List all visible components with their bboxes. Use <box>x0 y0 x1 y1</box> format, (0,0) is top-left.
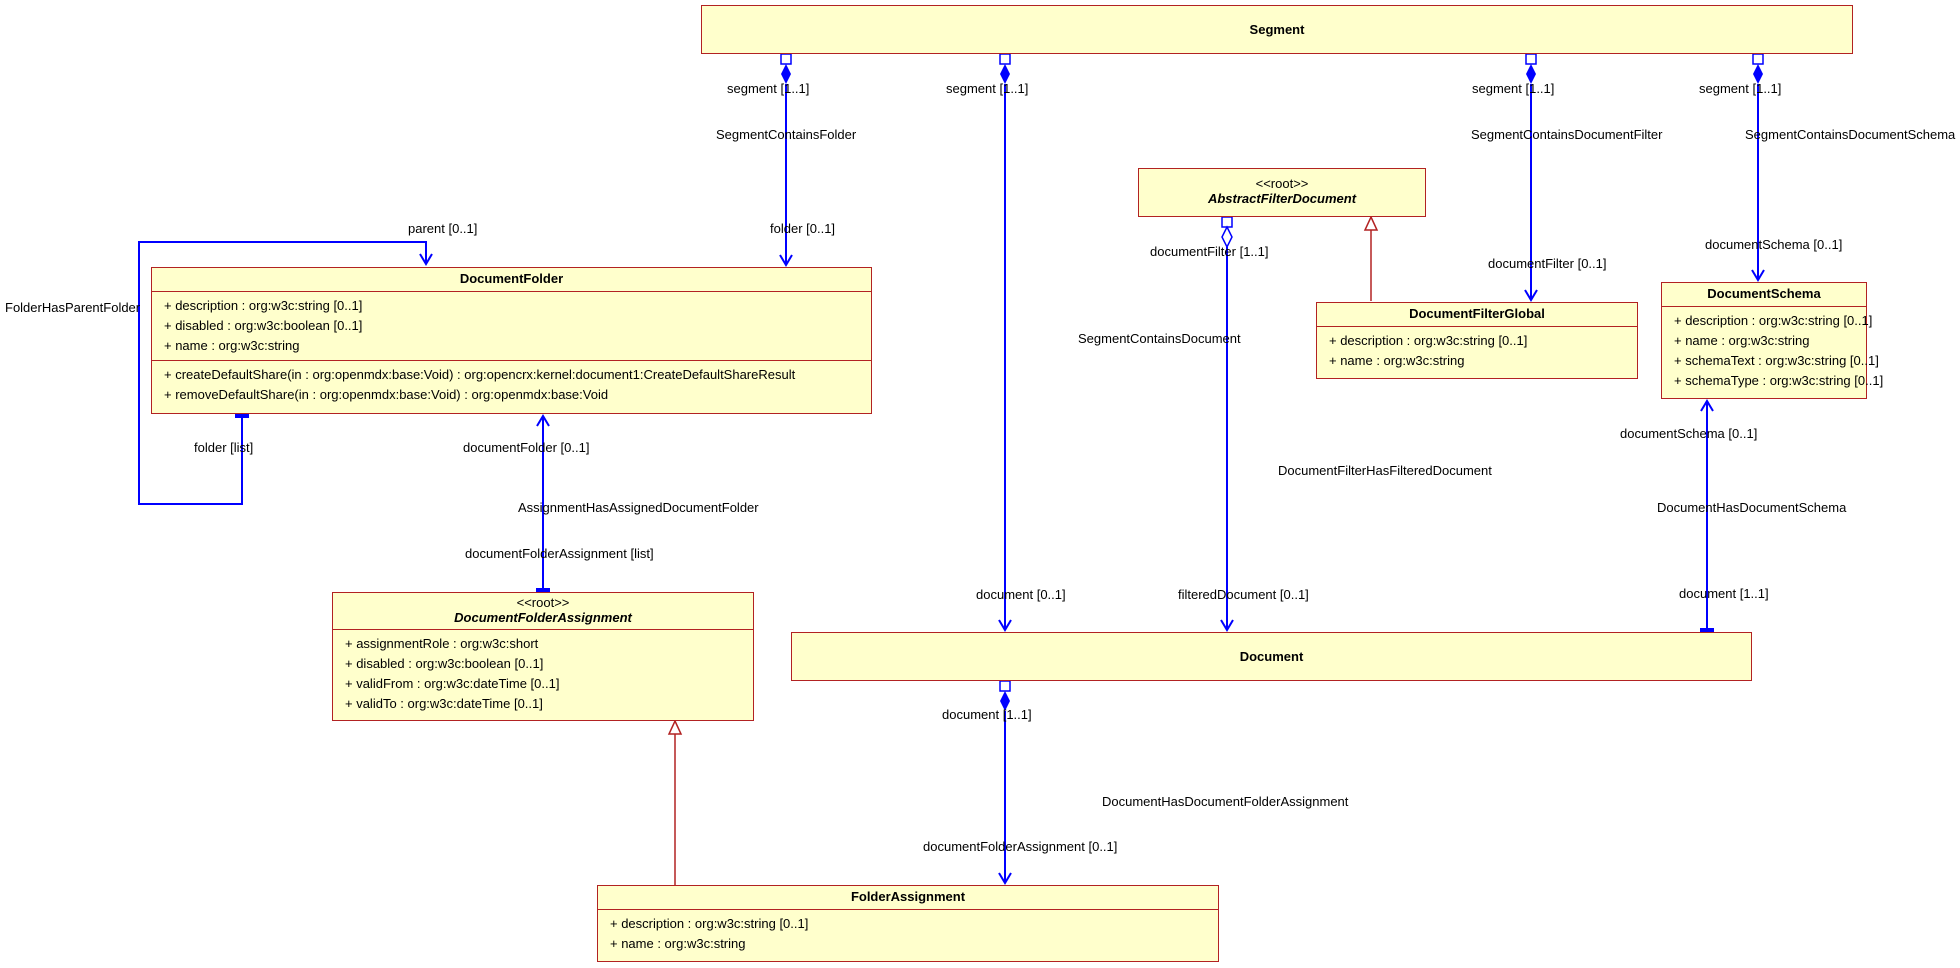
assoc-segment-contains-folder <box>779 53 793 267</box>
attribute: + description : org:w3c:string [0..1] <box>610 916 809 931</box>
role-label: document [1..1] <box>942 707 1032 722</box>
stereotype: <<root>> <box>516 595 570 610</box>
class-name: FolderAssignment <box>850 889 966 904</box>
attribute: + disabled : org:w3c:boolean [0..1] <box>164 318 363 333</box>
attribute: + name : org:w3c:string <box>164 338 300 353</box>
class-document-filter-global[interactable]: DocumentFilterGlobal + description : org… <box>1316 302 1638 379</box>
class-abstract-filter-document[interactable]: <<root>> AbstractFilterDocument <box>1138 168 1426 217</box>
attribute: + assignmentRole : org:w3c:short <box>345 636 539 651</box>
operation: + removeDefaultShare(in : org:openmdx:ba… <box>164 387 609 402</box>
connector-square-icon <box>1752 53 1764 65</box>
role-label: documentFolderAssignment [list] <box>465 546 654 561</box>
class-document-schema[interactable]: DocumentSchema + description : org:w3c:s… <box>1661 282 1884 399</box>
attribute: + disabled : org:w3c:boolean [0..1] <box>345 656 544 671</box>
attribute: + name : org:w3c:string <box>1329 353 1465 368</box>
role-label: segment [1..1] <box>946 81 1029 96</box>
role-label: documentFilter [0..1] <box>1488 256 1607 271</box>
association-name: SegmentContainsFolder <box>716 127 857 142</box>
class-document[interactable]: Document <box>791 632 1752 681</box>
attribute: + description : org:w3c:string [0..1] <box>1674 313 1873 328</box>
association-name: SegmentContainsDocumentSchema <box>1745 127 1956 142</box>
attribute: + description : org:w3c:string [0..1] <box>1329 333 1528 348</box>
attribute: + description : org:w3c:string [0..1] <box>164 298 363 313</box>
class-name: DocumentFilterGlobal <box>1409 306 1545 321</box>
generalization-filter-global <box>1363 215 1379 301</box>
class-name: Segment <box>1249 21 1305 37</box>
class-name: Document <box>1239 648 1304 664</box>
association-name: SegmentContainsDocumentFilter <box>1471 127 1663 142</box>
association-name: SegmentContainsDocument <box>1078 331 1241 346</box>
association-name: DocumentHasDocumentFolderAssignment <box>1102 794 1349 809</box>
class-document-folder[interactable]: DocumentFolder + description : org:w3c:s… <box>151 267 872 414</box>
assoc-segment-contains-document-filter <box>1524 53 1538 302</box>
inheritance-triangle-icon <box>1363 215 1379 231</box>
generalization-folder-assignment <box>667 719 683 885</box>
connector-square-icon <box>999 680 1011 692</box>
assoc-document-has-document-schema <box>1700 399 1714 632</box>
connector-square-icon <box>1525 53 1537 65</box>
role-label: segment [1..1] <box>727 81 810 96</box>
role-label: documentSchema [0..1] <box>1620 426 1758 441</box>
attribute: + validFrom : org:w3c:dateTime [0..1] <box>345 676 560 691</box>
association-name: DocumentFilterHasFilteredDocument <box>1278 463 1492 478</box>
assoc-document-has-document-folder-assignment <box>998 680 1012 885</box>
assoc-folder-has-parent-folder <box>138 241 433 505</box>
attribute: + name : org:w3c:string <box>610 936 746 951</box>
role-label: segment [1..1] <box>1472 81 1555 96</box>
attributes-section: + description : org:w3c:string [0..1] + … <box>152 291 871 360</box>
attributes-section: + description : org:w3c:string [0..1] + … <box>1317 326 1637 375</box>
composition-diamond-icon <box>1526 64 1536 84</box>
operations-section: + createDefaultShare(in : org:openmdx:ba… <box>152 360 871 409</box>
attribute: + validTo : org:w3c:dateTime [0..1] <box>345 696 543 711</box>
class-segment[interactable]: Segment <box>701 5 1853 54</box>
composition-diamond-icon <box>1000 691 1010 711</box>
association-name: DocumentHasDocumentSchema <box>1657 500 1847 515</box>
attributes-section: + assignmentRole : org:w3c:short + disab… <box>333 629 753 718</box>
role-label: folder [0..1] <box>770 221 836 236</box>
role-label: filteredDocument [0..1] <box>1178 587 1309 602</box>
attributes-section: + description : org:w3c:string [0..1] + … <box>1662 306 1884 395</box>
assoc-assignment-has-assigned-document-folder <box>536 414 550 592</box>
assoc-document-filter-has-filtered-document <box>1220 216 1234 632</box>
class-name: DocumentFolderAssignment <box>454 610 632 625</box>
role-label: documentFilter [1..1] <box>1150 244 1269 259</box>
composition-diamond-icon <box>781 64 791 84</box>
assoc-segment-contains-document <box>998 53 1012 632</box>
composition-diamond-icon <box>1000 64 1010 84</box>
connector-square-icon <box>780 53 792 65</box>
role-label: parent [0..1] <box>408 221 478 236</box>
attribute: + schemaType : org:w3c:string [0..1] <box>1674 373 1884 388</box>
association-name: FolderHasParentFolder <box>5 300 141 315</box>
stereotype: <<root>> <box>1255 176 1309 191</box>
class-folder-assignment[interactable]: FolderAssignment + description : org:w3c… <box>597 885 1219 962</box>
class-name: AbstractFilterDocument <box>1207 191 1357 206</box>
association-name: AssignmentHasAssignedDocumentFolder <box>518 500 759 515</box>
role-label: segment [1..1] <box>1699 81 1782 96</box>
role-label: document [1..1] <box>1679 586 1769 601</box>
role-label: documentSchema [0..1] <box>1705 237 1843 252</box>
operation: + createDefaultShare(in : org:openmdx:ba… <box>164 367 796 382</box>
attribute: + schemaText : org:w3c:string [0..1] <box>1674 353 1879 368</box>
attribute: + name : org:w3c:string <box>1674 333 1810 348</box>
role-label: documentFolderAssignment [0..1] <box>923 839 1118 854</box>
attributes-section: + description : org:w3c:string [0..1] + … <box>598 909 1218 958</box>
role-label: folder [list] <box>194 440 254 455</box>
class-document-folder-assignment[interactable]: <<root>> DocumentFolderAssignment + assi… <box>332 592 754 721</box>
role-label: document [0..1] <box>976 587 1066 602</box>
inheritance-triangle-icon <box>667 719 683 735</box>
class-name: DocumentFolder <box>459 271 564 286</box>
class-name: DocumentSchema <box>1707 286 1821 301</box>
role-label: documentFolder [0..1] <box>463 440 590 455</box>
composition-diamond-icon <box>1753 64 1763 84</box>
assoc-segment-contains-document-schema <box>1751 53 1765 282</box>
connector-square-icon <box>999 53 1011 65</box>
